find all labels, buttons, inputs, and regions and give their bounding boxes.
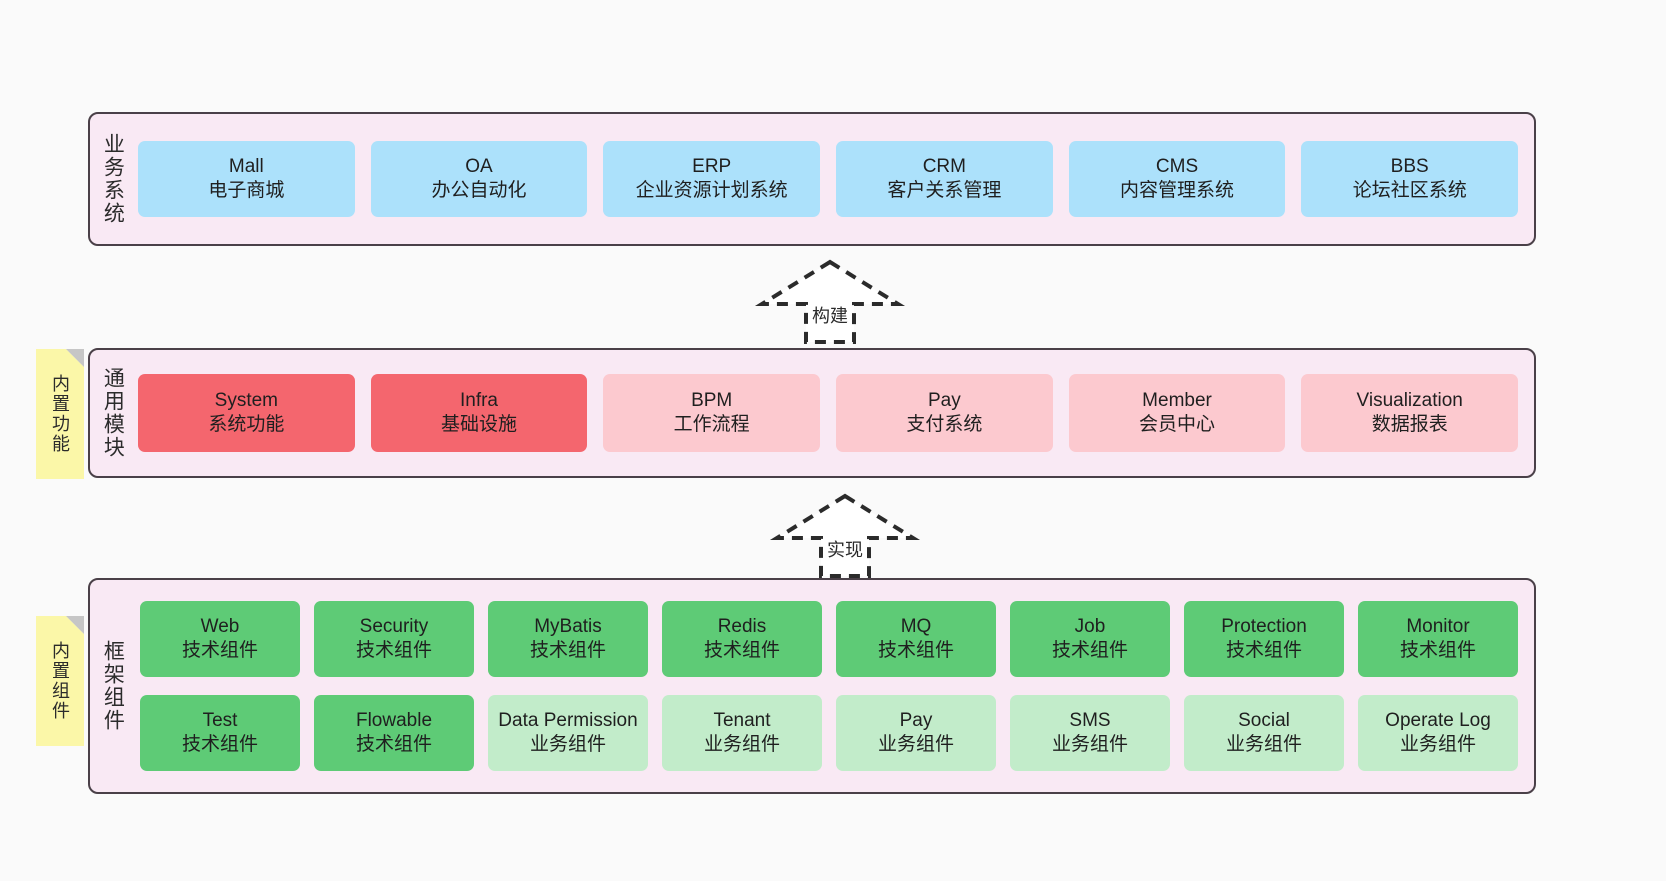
card-mq[interactable]: MQ 技术组件: [836, 601, 996, 677]
card-web[interactable]: Web 技术组件: [140, 601, 300, 677]
business-card-row: Mall 电子商城 OA 办公自动化 ERP 企业资源计划系统 CRM 客户关系…: [134, 114, 1534, 244]
card-mybatis[interactable]: MyBatis 技术组件: [488, 601, 648, 677]
card-flowable[interactable]: Flowable 技术组件: [314, 695, 474, 771]
framework-card-grid: Web 技术组件 Security 技术组件 MyBatis 技术组件 Redi…: [134, 580, 1534, 792]
card-oa[interactable]: OA 办公自动化: [370, 141, 588, 217]
card-redis[interactable]: Redis 技术组件: [662, 601, 822, 677]
card-mall[interactable]: Mall 电子商城: [138, 141, 355, 217]
framework-business-row: Test 技术组件 Flowable 技术组件 Data Permission …: [140, 695, 1518, 771]
layer-framework-component[interactable]: 框架组件 Web 技术组件 Security 技术组件 MyBatis 技术组件…: [88, 578, 1536, 794]
card-social[interactable]: Social 业务组件: [1184, 695, 1344, 771]
connector-build: 构建: [750, 256, 910, 346]
module-card-row: System 系统功能 Infra 基础设施 BPM 工作流程 Pay 支付系统…: [134, 350, 1534, 476]
card-protection[interactable]: Protection 技术组件: [1184, 601, 1344, 677]
card-cms[interactable]: CMS 内容管理系统: [1068, 141, 1286, 217]
layer-label-business: 业务系统: [101, 133, 125, 225]
card-test[interactable]: Test 技术组件: [140, 695, 300, 771]
connector-implement: 实现: [765, 490, 925, 580]
card-tenant[interactable]: Tenant 业务组件: [662, 695, 822, 771]
card-bpm[interactable]: BPM 工作流程: [603, 374, 821, 452]
card-visualization[interactable]: Visualization 数据报表: [1301, 374, 1519, 452]
card-system[interactable]: System 系统功能: [138, 374, 355, 452]
layer-label-module: 通用模块: [101, 367, 125, 459]
builtin-component-note[interactable]: 内置组件: [36, 616, 84, 746]
layer-business-system[interactable]: 业务系统 Mall 电子商城 OA 办公自动化 ERP 企业资源计划系统 CRM…: [88, 112, 1536, 246]
connector-build-label: 构建: [812, 306, 848, 326]
card-erp[interactable]: ERP 企业资源计划系统: [603, 141, 821, 217]
card-security[interactable]: Security 技术组件: [314, 601, 474, 677]
card-operate-log[interactable]: Operate Log 业务组件: [1358, 695, 1518, 771]
connector-implement-label: 实现: [827, 540, 863, 560]
card-crm[interactable]: CRM 客户关系管理: [836, 141, 1053, 217]
card-sms[interactable]: SMS 业务组件: [1010, 695, 1170, 771]
builtin-function-note[interactable]: 内置功能: [36, 349, 84, 479]
card-infra[interactable]: Infra 基础设施: [370, 374, 588, 452]
layer-label-framework: 框架组件: [101, 640, 125, 732]
card-data-permission[interactable]: Data Permission 业务组件: [488, 695, 648, 771]
framework-tech-row: Web 技术组件 Security 技术组件 MyBatis 技术组件 Redi…: [140, 601, 1518, 677]
card-pay-component[interactable]: Pay 业务组件: [836, 695, 996, 771]
card-job[interactable]: Job 技术组件: [1010, 601, 1170, 677]
card-bbs[interactable]: BBS 论坛社区系统: [1301, 141, 1519, 217]
layer-common-module[interactable]: 通用模块 System 系统功能 Infra 基础设施 BPM 工作流程 Pay…: [88, 348, 1536, 478]
card-member[interactable]: Member 会员中心: [1068, 374, 1286, 452]
card-pay-module[interactable]: Pay 支付系统: [836, 374, 1053, 452]
card-monitor[interactable]: Monitor 技术组件: [1358, 601, 1518, 677]
